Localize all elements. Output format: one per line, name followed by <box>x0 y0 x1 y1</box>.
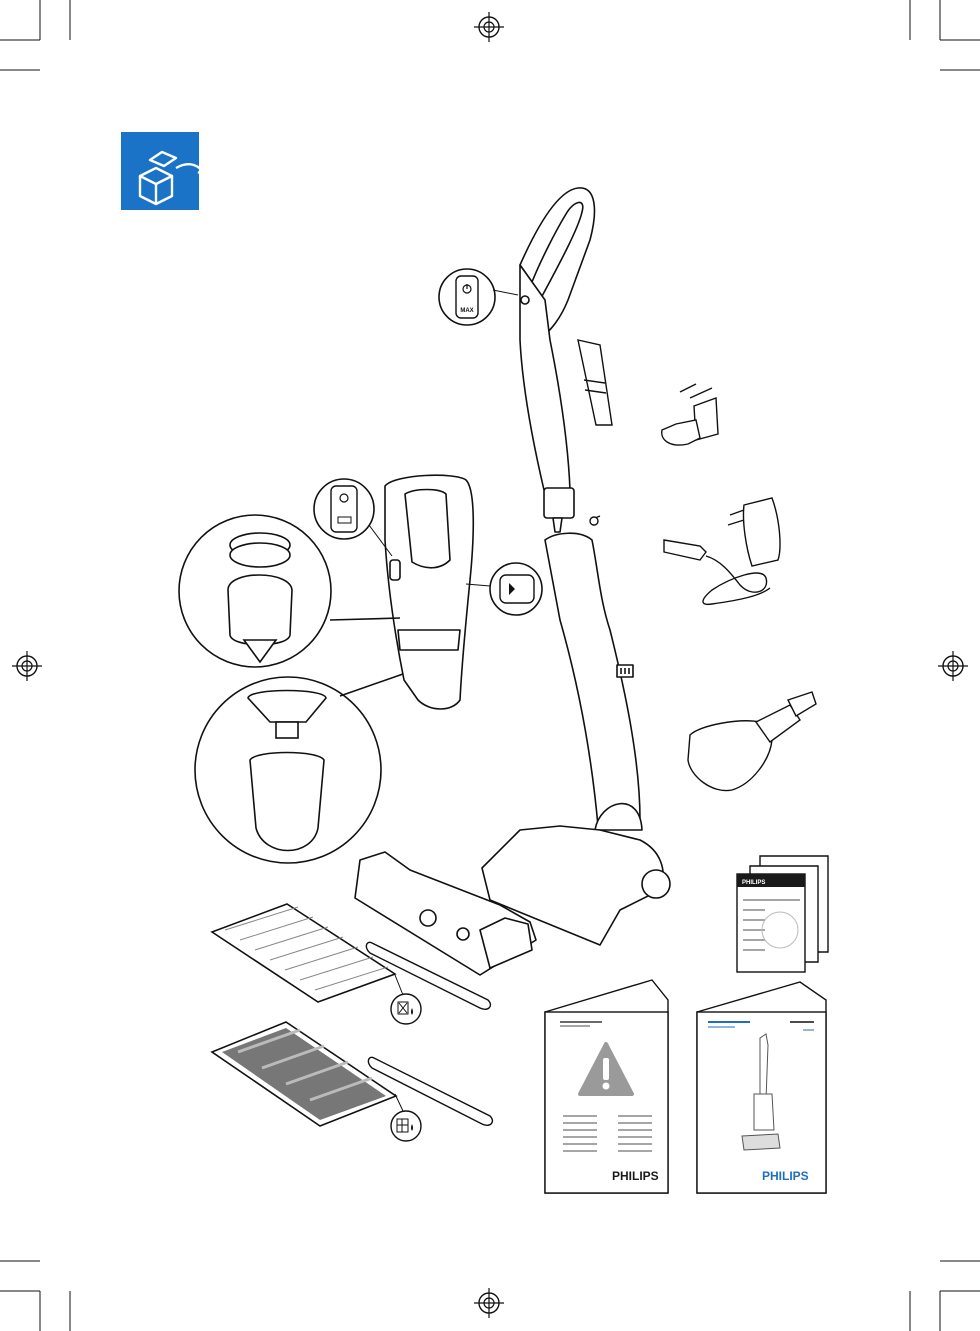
user-manual-small: PHILIPS <box>737 856 828 972</box>
brush-strip <box>578 340 612 425</box>
max-label: MAX <box>460 308 473 314</box>
user-manual-large: PHILIPS <box>697 982 826 1193</box>
user-manual-brand: PHILIPS <box>762 1169 809 1183</box>
charger-adapter <box>664 498 780 604</box>
small-booklet-brand: PHILIPS <box>742 880 765 886</box>
registration-target-icon <box>474 12 504 42</box>
registration-target-icon <box>938 651 968 681</box>
unpack-box-icon <box>121 132 206 210</box>
handheld-power-button-callout <box>314 479 392 556</box>
release-button-callout <box>466 563 542 615</box>
wet-mop-pad <box>212 1022 492 1126</box>
handheld-unit <box>385 475 473 709</box>
registration-target-icon <box>12 651 42 681</box>
mini-turbo-brush <box>688 692 816 791</box>
dust-container-callout <box>195 674 403 863</box>
wet-mop-cloth-icon <box>391 1094 421 1141</box>
filter-callout <box>179 515 400 667</box>
safety-leaflet-brand: PHILIPS <box>612 1169 659 1183</box>
handle-power-button-callout: MAX <box>439 269 518 325</box>
screw <box>590 516 600 525</box>
safety-leaflet: PHILIPS <box>545 980 668 1193</box>
wall-mount-bracket <box>662 384 718 445</box>
dry-mop-cloth-icon <box>391 975 421 1024</box>
registration-target-icon <box>474 1288 504 1318</box>
